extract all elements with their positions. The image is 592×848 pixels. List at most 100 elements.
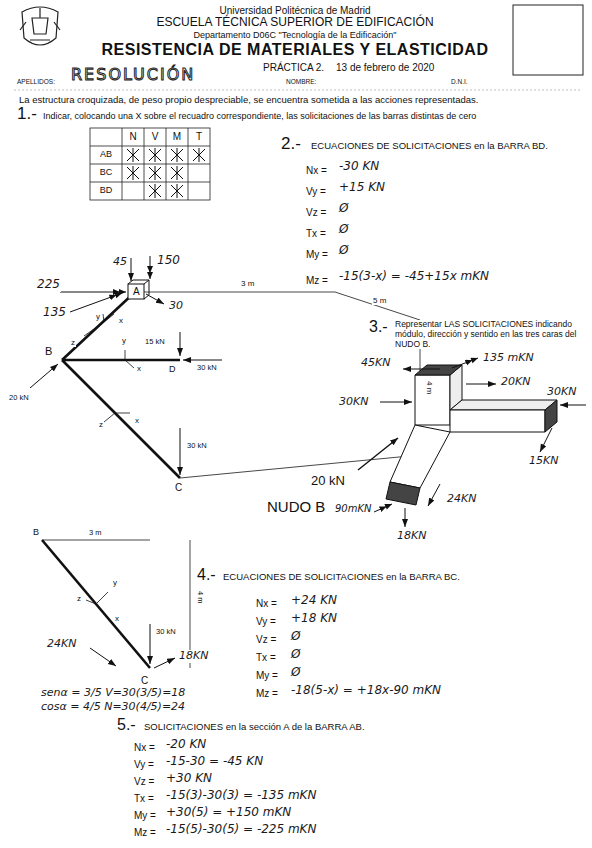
- handwritten-answer: -15(3)-30(3) = -135 mKN: [165, 789, 317, 803]
- printed-text: Mz =: [133, 827, 157, 839]
- handwritten-answer: +30 KN: [165, 772, 213, 786]
- handwritten-answer: Ø: [290, 648, 301, 662]
- printed-text: Indicar, colocando una X sobre el recuad…: [42, 111, 477, 121]
- printed-text: B: [44, 345, 53, 358]
- printed-text: z: [70, 338, 76, 347]
- printed-text: Vz =: [255, 634, 277, 646]
- printed-text: D: [168, 364, 177, 374]
- handwritten-answer: -30 KN: [338, 160, 380, 174]
- name-line: [14, 90, 580, 91]
- handwritten-answer: senα = 3/5 V=30(3/5)=18: [40, 687, 186, 700]
- handwritten-name: RESOLUCIÓN: [70, 66, 196, 84]
- handwritten-answer: 18KN: [178, 650, 209, 663]
- printed-text: BD: [99, 185, 114, 195]
- handwritten-answer: -15(5)-30(5) = -225 mKN: [165, 823, 317, 837]
- cell-mark: [149, 184, 161, 198]
- handwritten-answer: Ø: [290, 666, 301, 680]
- cell-mark: [149, 148, 161, 162]
- printed-text: Vy =: [255, 616, 277, 628]
- printed-text: x: [118, 316, 124, 325]
- node-b-sketch: [358, 358, 586, 527]
- handwritten-answer: 30KN: [338, 396, 369, 409]
- printed-text: Departamento D06C "Tecnología de la Edif…: [192, 30, 397, 40]
- printed-text: Vz =: [133, 776, 155, 788]
- handwritten-answer: 18KN: [396, 530, 427, 543]
- handwritten-answer: 135: [42, 306, 67, 320]
- printed-text: 30 kN: [196, 364, 218, 373]
- printed-text: My =: [133, 810, 157, 822]
- handwritten-answer: 30KN: [546, 386, 577, 399]
- printed-text: La estructura croquizada, de peso propio…: [18, 95, 585, 106]
- printed-text: AB: [99, 149, 113, 159]
- bar-bc-sketch: [42, 540, 190, 668]
- printed-text: z: [98, 420, 104, 429]
- handwritten-answer: 150: [156, 254, 181, 268]
- handwritten-answer: 24KN: [46, 638, 77, 651]
- printed-text: M: [172, 131, 182, 143]
- handwritten-answer: -15(3-x) = -45+15x mKN: [338, 270, 490, 284]
- printed-text: ESCUELA TÉCNICA SUPERIOR DE EDIFICACIÓN: [155, 16, 434, 30]
- printed-text: 3.-: [368, 318, 389, 336]
- handwritten-answer: +15 KN: [338, 181, 386, 195]
- printed-text: 20 kN: [310, 474, 346, 489]
- handwritten-answer: +24 KN: [290, 594, 338, 608]
- structure: [30, 256, 420, 478]
- printed-text: PRÁCTICA 2.: [262, 62, 325, 74]
- printed-text: C: [140, 675, 149, 687]
- printed-text: N: [128, 131, 137, 143]
- printed-text: Vy =: [133, 759, 155, 771]
- printed-text: 30 kN: [186, 442, 208, 451]
- printed-text: SOLICITACIONES en la sección A de la BAR…: [143, 722, 366, 733]
- printed-text: x: [134, 416, 140, 425]
- handwritten-answer: 225: [36, 278, 61, 292]
- cell-mark: [193, 148, 205, 162]
- cell-mark: [127, 166, 139, 180]
- printed-text: 30 kN: [155, 628, 177, 637]
- printed-text: BC: [99, 167, 114, 177]
- cell-mark: [171, 166, 183, 180]
- printed-text: ECUACIONES DE SOLICITACIONES en la BARRA…: [310, 141, 549, 152]
- handwritten-answer: 45: [112, 256, 128, 269]
- printed-text: Nx =: [255, 598, 278, 610]
- handwritten-answer: -20 KN: [165, 738, 207, 752]
- printed-text: APELLIDOS:: [16, 78, 56, 85]
- cell-mark: [127, 148, 139, 162]
- printed-text: My =: [305, 249, 329, 261]
- course-title: RESISTENCIA DE MATERIALES Y ELASTICIDAD: [101, 41, 490, 59]
- printed-text: D.N.I.: [450, 78, 469, 85]
- printed-text: 5 m: [372, 296, 387, 305]
- printed-text: y: [112, 578, 118, 587]
- printed-text: 15 kN: [144, 338, 166, 347]
- printed-text: y: [121, 336, 127, 345]
- printed-text: C: [174, 482, 183, 494]
- printed-text: y: [95, 312, 101, 321]
- printed-text: 5.-: [116, 716, 137, 734]
- handwritten-answer: 45KN: [360, 357, 391, 370]
- printed-text: My =: [255, 670, 279, 682]
- handwritten-answer: Ø: [338, 223, 349, 237]
- grade-box: [513, 5, 583, 75]
- printed-text: 13 de febrero de 2020: [335, 62, 435, 74]
- printed-text: A: [132, 286, 141, 298]
- printed-text: x: [114, 614, 120, 623]
- printed-text: ECUACIONES DE SOLICITACIONES en la BARRA…: [222, 572, 461, 583]
- cell-mark: [171, 148, 183, 162]
- printed-text: Nx =: [305, 165, 328, 177]
- answer-table: [90, 128, 210, 200]
- handwritten-answer: Ø: [338, 244, 349, 258]
- printed-text: Tx =: [305, 228, 327, 240]
- handwritten-answer: 90mKN: [334, 503, 373, 515]
- handwritten-answer: 20KN: [500, 376, 531, 389]
- printed-text: NOMBRE:: [285, 78, 317, 85]
- printed-text: Nx =: [133, 742, 156, 754]
- handwritten-answer: +18 KN: [290, 612, 338, 626]
- printed-text: 3 m: [240, 279, 255, 288]
- printed-text: V: [151, 131, 160, 143]
- printed-text: Tx =: [133, 793, 155, 805]
- handwritten-answer: +30(5) = +150 mKN: [165, 806, 292, 820]
- cell-mark: [171, 184, 183, 198]
- printed-text: Universidad Politécnica de Madrid: [218, 5, 371, 17]
- handwritten-answer: 15KN: [528, 455, 559, 468]
- printed-text: Tx =: [255, 652, 277, 664]
